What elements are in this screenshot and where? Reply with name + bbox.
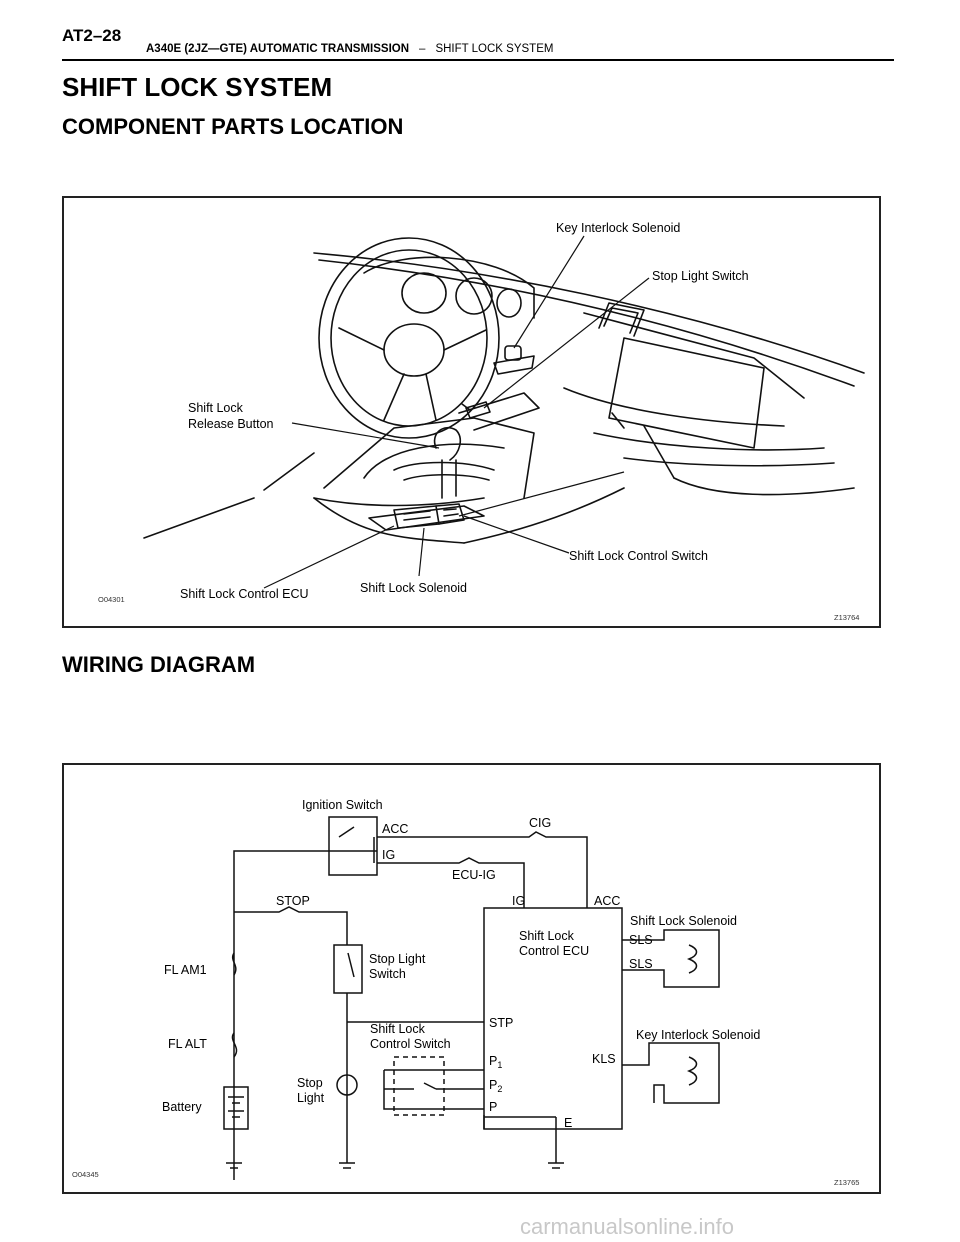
label-ecu-line1: Shift Lock bbox=[519, 929, 575, 943]
title-separator: – bbox=[419, 43, 426, 55]
running-title: A340E (2JZ—GTE) AUTOMATIC TRANSMISSION–S… bbox=[146, 43, 553, 55]
wiring-heading: WIRING DIAGRAM bbox=[62, 652, 256, 677]
label-p1: P1 bbox=[489, 1054, 502, 1070]
label-p: P bbox=[489, 1100, 497, 1114]
label-stop-light-switch-1: Stop Light bbox=[369, 952, 426, 966]
label-ecu-ig-pin: IG bbox=[512, 894, 525, 908]
component-location-figure: Key Interlock Solenoid Stop Light Switch… bbox=[62, 196, 881, 628]
label-e: E bbox=[564, 1116, 572, 1130]
label-ecu-line2: Control ECU bbox=[519, 944, 589, 958]
label-stop-light-switch: Stop Light Switch bbox=[652, 269, 749, 283]
label-ecu-ig: ECU-IG bbox=[452, 868, 496, 882]
label-fl-alt: FL ALT bbox=[168, 1037, 207, 1051]
figure2-code-left: O04345 bbox=[72, 1170, 99, 1179]
label-shift-lock-line1: Shift Lock bbox=[188, 401, 244, 415]
label-p2: P2 bbox=[489, 1078, 502, 1094]
label-key-interlock-solenoid: Key Interlock Solenoid bbox=[556, 221, 680, 235]
label-cig: CIG bbox=[529, 816, 551, 830]
label-release-button: Release Button bbox=[188, 417, 274, 431]
label-sls-minus: SLS bbox=[629, 957, 653, 971]
label-stop-light-2: Light bbox=[297, 1091, 325, 1105]
label-ecu-acc-pin: ACC bbox=[594, 894, 620, 908]
dashboard-drawing bbox=[143, 237, 865, 544]
wiring-diagram-figure: Ignition Switch ACC IG CIG ECU-IG STOP I… bbox=[62, 763, 881, 1194]
label-ignition-switch: Ignition Switch bbox=[302, 798, 383, 812]
label-ig: IG bbox=[382, 848, 395, 862]
label-control-switch-2: Control Switch bbox=[370, 1037, 451, 1051]
label-stop-light-switch-2: Switch bbox=[369, 967, 406, 981]
watermark: carmanualsonline.info bbox=[520, 1214, 735, 1239]
figure2-code-right: Z13765 bbox=[834, 1178, 859, 1187]
label-sls-plus: SLS bbox=[629, 933, 653, 947]
figure1-code-left: O04301 bbox=[98, 595, 125, 604]
component-illustration: Key Interlock Solenoid Stop Light Switch… bbox=[98, 221, 865, 622]
label-shift-lock-control-ecu: Shift Lock Control ECU bbox=[180, 587, 309, 601]
label-shift-lock-solenoid: Shift Lock Solenoid bbox=[360, 581, 467, 595]
label-battery: Battery bbox=[162, 1100, 202, 1114]
label-fl-am1: FL AM1 bbox=[164, 963, 207, 977]
page-header: AT2–28 A340E (2JZ—GTE) AUTOMATIC TRANSMI… bbox=[62, 22, 894, 62]
wiring-schematic: Ignition Switch ACC IG CIG ECU-IG STOP I… bbox=[72, 798, 859, 1187]
label-control-switch-1: Shift Lock bbox=[370, 1022, 426, 1036]
label-shift-lock-solenoid: Shift Lock Solenoid bbox=[630, 914, 737, 928]
wiring-lines bbox=[223, 816, 720, 1180]
label-stp: STP bbox=[489, 1016, 513, 1030]
label-shift-lock-control-switch: Shift Lock Control Switch bbox=[569, 549, 708, 563]
label-kls: KLS bbox=[592, 1052, 616, 1066]
label-stop-light-1: Stop bbox=[297, 1076, 323, 1090]
manual-title: A340E (2JZ—GTE) AUTOMATIC TRANSMISSION bbox=[146, 43, 410, 55]
wiring-labels: Ignition Switch ACC IG CIG ECU-IG STOP I… bbox=[162, 798, 760, 1130]
main-heading: SHIFT LOCK SYSTEM bbox=[62, 72, 333, 102]
figure1-code-right: Z13764 bbox=[834, 613, 859, 622]
label-key-interlock-solenoid: Key Interlock Solenoid bbox=[636, 1028, 760, 1042]
label-stop-fuse: STOP bbox=[276, 894, 310, 908]
component-heading: COMPONENT PARTS LOCATION bbox=[62, 114, 404, 139]
header-rule bbox=[62, 59, 894, 61]
label-acc: ACC bbox=[382, 822, 408, 836]
section-name: SHIFT LOCK SYSTEM bbox=[435, 43, 554, 55]
page-number: AT2–28 bbox=[62, 26, 122, 45]
leader-lines bbox=[263, 235, 650, 589]
